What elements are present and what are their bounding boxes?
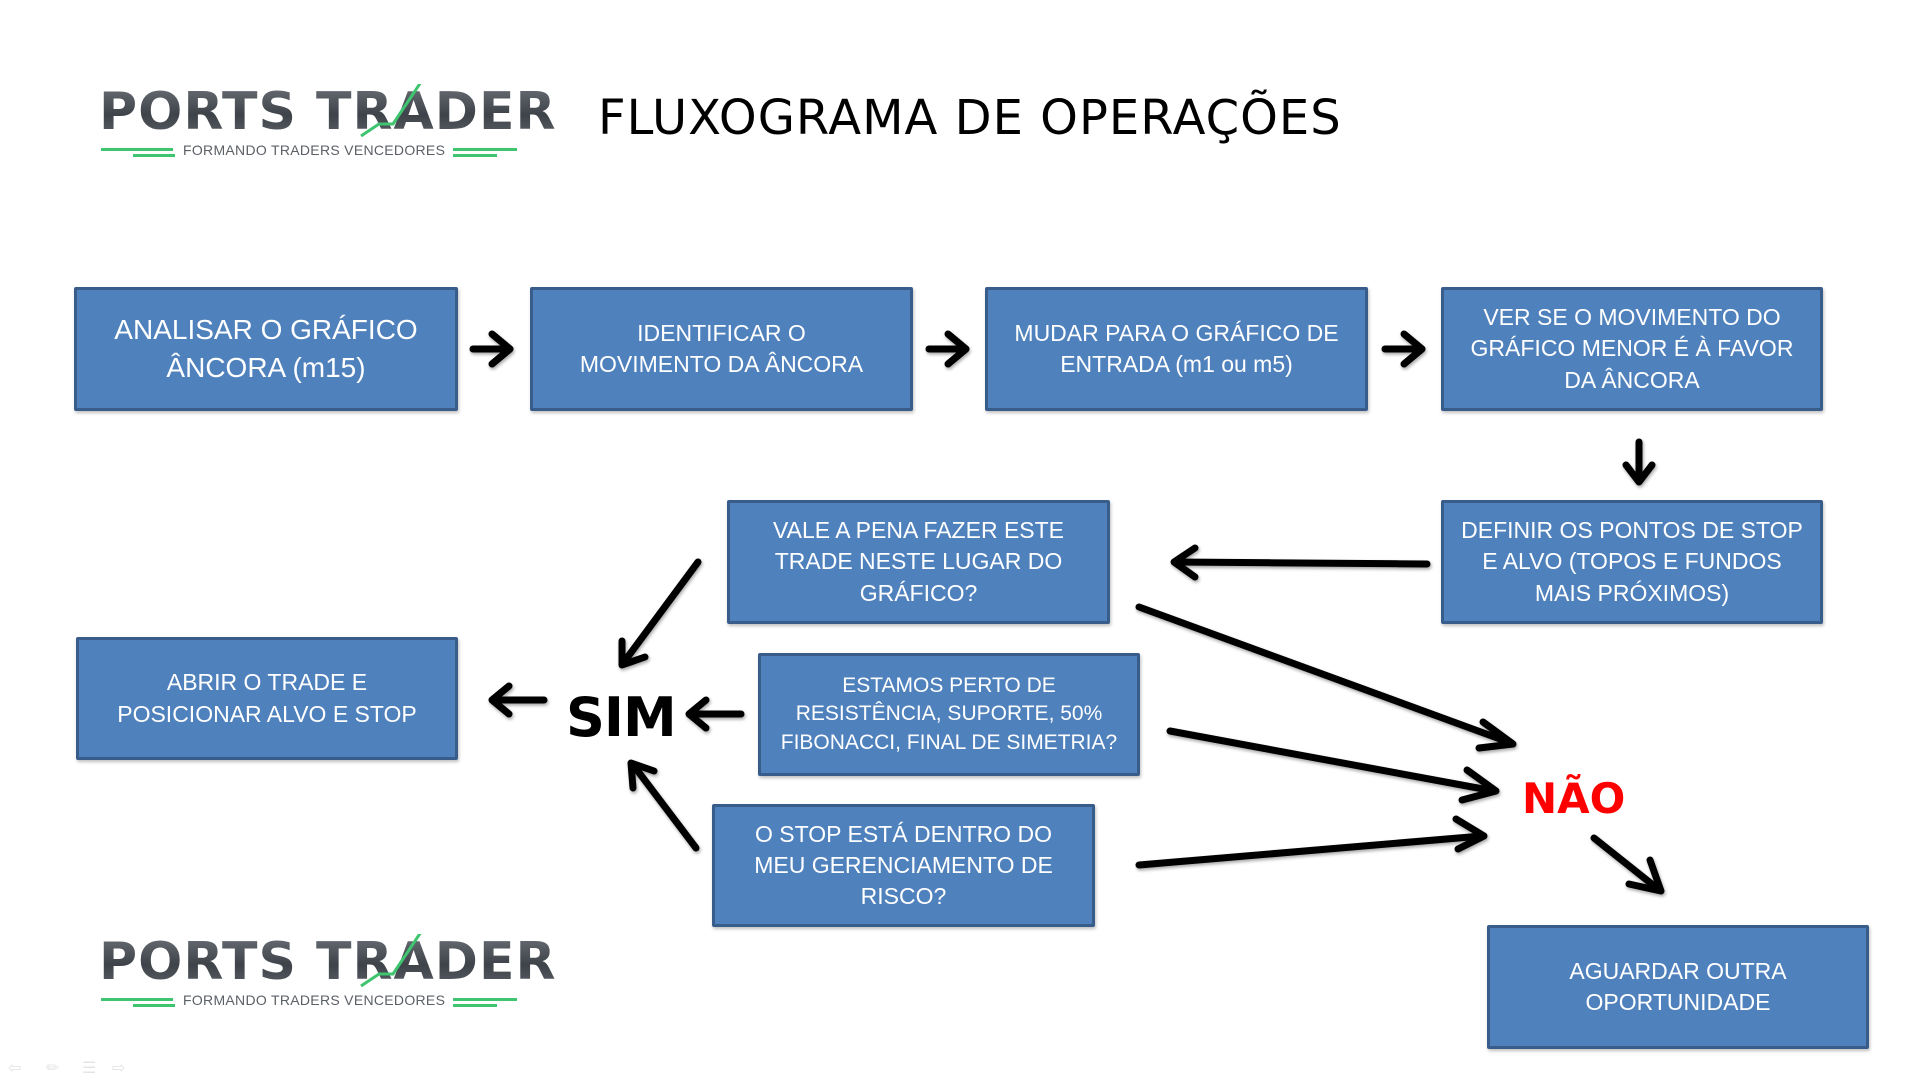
step-text: DEFINIR OS PONTOS DE STOP E ALVO (TOPOS … (1461, 517, 1803, 606)
arrow-question1-nao (1135, 603, 1517, 752)
forward-icon[interactable]: ⇨ (112, 1060, 126, 1077)
menu-icon[interactable]: ☰ (82, 1060, 97, 1077)
action-abrir-trade: ABRIR O TRADE E POSICIONAR ALVO E STOP (76, 637, 458, 760)
logo-chart-tick-icon (360, 84, 422, 138)
arrow-question1-sim (618, 558, 702, 669)
logo-bottom: PORTS TRADER FORMANDO TRADERS VENCEDORES (99, 934, 556, 1014)
logo-tagline: FORMANDO TRADERS VENCEDORES (183, 142, 446, 158)
step-ver-movimento: VER SE O MOVIMENTO DO GRÁFICO MENOR É À … (1441, 287, 1823, 411)
question-text: ESTAMOS PERTO DE RESISTÊNCIA, SUPORTE, 5… (780, 673, 1118, 754)
action-text: ABRIR O TRADE E POSICIONAR ALVO E STOP (117, 669, 417, 727)
no-label: NÃO (1522, 774, 1626, 823)
logo-chart-tick-icon (360, 934, 422, 988)
logo-green-line (101, 998, 173, 1001)
arrow-question2-sim (685, 696, 745, 732)
step-text: MUDAR PARA O GRÁFICO DE ENTRADA (m1 ou m… (1014, 319, 1339, 377)
question-text: O STOP ESTÁ DENTRO DO MEU GERENCIAMENTO … (754, 820, 1053, 910)
arrow-question3-nao (1135, 815, 1488, 869)
step-analisar-grafico: ANALISAR O GRÁFICO ÂNCORA (m15) (74, 287, 458, 411)
question-stop-gerenciamento: O STOP ESTÁ DENTRO DO MEU GERENCIAMENTO … (712, 804, 1095, 927)
arrow-sim-abrir (488, 682, 548, 718)
logo-green-line (101, 148, 173, 151)
pen-icon[interactable]: ✏ (46, 1060, 60, 1077)
step-text: ANALISAR O GRÁFICO ÂNCORA (m15) (114, 314, 418, 383)
logo-top: PORTS TRADER FORMANDO TRADERS VENCEDORES (99, 84, 556, 164)
arrow-question3-sim (627, 759, 700, 852)
arrow-step1-step2 (469, 330, 514, 368)
arrow-step5-question1 (1170, 544, 1431, 581)
arrow-step3-step4 (1381, 330, 1426, 368)
step-definir-stop-alvo: DEFINIR OS PONTOS DE STOP E ALVO (TOPOS … (1441, 500, 1823, 624)
step-text: VER SE O MOVIMENTO DO GRÁFICO MENOR É À … (1470, 304, 1794, 393)
logo-green-line (453, 148, 517, 151)
question-text: VALE A PENA FAZER ESTE TRADE NESTE LUGAR… (772, 517, 1065, 606)
arrow-step4-step5 (1622, 438, 1656, 486)
arrow-step2-step3 (925, 330, 970, 368)
logo-green-line (453, 154, 497, 157)
logo-green-line (133, 154, 175, 157)
logo-green-line (133, 1004, 175, 1007)
question-vale-a-pena: VALE A PENA FAZER ESTE TRADE NESTE LUGAR… (727, 500, 1110, 624)
back-icon[interactable]: ⇦ (8, 1060, 22, 1077)
logo-green-line (453, 998, 517, 1001)
logo-brand: PORTS TRADER (99, 82, 557, 142)
question-perto-resistencia: ESTAMOS PERTO DE RESISTÊNCIA, SUPORTE, 5… (758, 653, 1140, 776)
logo-green-line (453, 1004, 497, 1007)
page-title: FLUXOGRAMA DE OPERAÇÕES (598, 90, 1342, 146)
yes-label: SIM (566, 686, 677, 749)
arrow-question2-nao (1166, 727, 1500, 804)
logo-brand: PORTS TRADER (99, 932, 557, 992)
logo-tagline: FORMANDO TRADERS VENCEDORES (183, 992, 446, 1008)
step-mudar-grafico: MUDAR PARA O GRÁFICO DE ENTRADA (m1 ou m… (985, 287, 1368, 411)
arrow-nao-aguardar (1590, 834, 1665, 895)
action-aguardar: AGUARDAR OUTRA OPORTUNIDADE (1487, 925, 1869, 1049)
step-text: IDENTIFICAR O MOVIMENTO DA ÂNCORA (579, 319, 864, 377)
step-identificar-movimento: IDENTIFICAR O MOVIMENTO DA ÂNCORA (530, 287, 913, 411)
action-text: AGUARDAR OUTRA OPORTUNIDADE (1569, 957, 1787, 1015)
